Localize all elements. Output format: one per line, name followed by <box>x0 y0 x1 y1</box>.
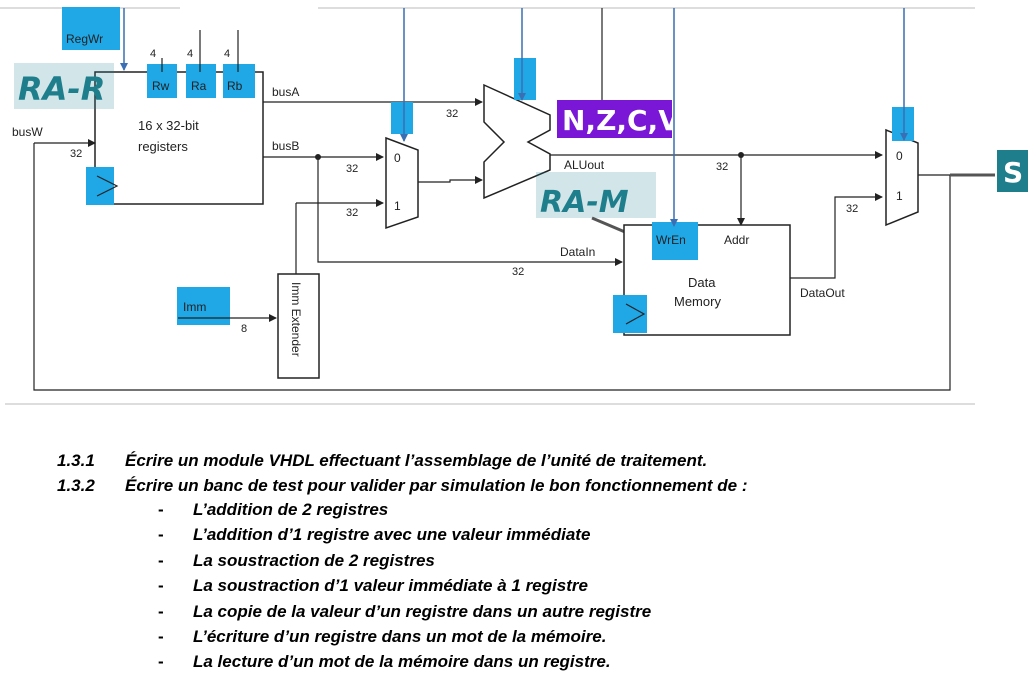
bullet-5: - <box>158 602 164 621</box>
mux-b <box>385 136 419 230</box>
port-rb: Rb <box>227 79 243 93</box>
regfile-title-line2: registers <box>138 139 188 154</box>
bullet-3: - <box>158 551 164 570</box>
alu <box>483 83 551 200</box>
flags-badge <box>557 100 672 138</box>
bullet-4: - <box>158 576 164 595</box>
handwriting-mem-bg <box>536 172 656 218</box>
bullet-7: - <box>158 652 164 671</box>
busw-label: busW <box>12 125 43 139</box>
busa-width: 32 <box>446 108 458 120</box>
flags-label: N,Z,C,V <box>562 104 680 137</box>
subitem-2: L’addition d’1 registre avec une valeur … <box>193 525 591 544</box>
highlight-clock-regfile <box>86 167 114 205</box>
subitem-3: La soustraction de 2 registres <box>193 551 435 570</box>
imm-width: 8 <box>241 323 247 335</box>
busb-mux-width: 32 <box>346 163 358 175</box>
mux-b-in1: 1 <box>394 199 401 213</box>
mux-b-in0: 0 <box>394 151 401 165</box>
imm-extender <box>277 273 320 379</box>
data-memory <box>623 224 791 336</box>
subitem-7: La lecture d’un mot de la mémoire dans u… <box>193 652 611 671</box>
datapath-diagram: 16 x 32-bit registers RegWr Rw Ra Rb 4 4… <box>0 7 1028 405</box>
busa-label: busA <box>272 85 299 99</box>
width-rb: 4 <box>224 48 230 60</box>
handwritten-annotation-regfile: RA-R <box>18 70 105 108</box>
port-ra: Ra <box>191 79 207 93</box>
datain-wire <box>317 157 623 266</box>
busw-width: 32 <box>70 148 82 160</box>
imm-label: Imm <box>183 300 206 314</box>
subitem-1: L’addition de 2 registres <box>193 500 389 519</box>
regwr-label: RegWr <box>66 32 103 46</box>
item-text-1: Écrire un module VHDL effectuant l’assem… <box>125 451 708 470</box>
item-number-2: 1.3.2 <box>57 476 95 495</box>
memory-title-line1: Data <box>688 275 716 290</box>
width-ra: 4 <box>187 48 193 60</box>
bullet-2: - <box>158 525 164 544</box>
highlight-mux-output-select <box>892 107 914 141</box>
clock-regfile-icon <box>96 175 119 197</box>
highlight-imm <box>177 287 230 325</box>
highlight-alu-op <box>514 58 536 100</box>
port-rw: Rw <box>152 79 170 93</box>
memory-title-line2: Memory <box>674 294 721 309</box>
mux-output <box>885 128 919 227</box>
datain-width: 32 <box>512 266 524 278</box>
output-s-label: S <box>1003 156 1023 189</box>
handwritten-annotation-memory: RA-M <box>540 185 629 220</box>
highlight-regwr <box>62 7 120 50</box>
datain-label: DataIn <box>560 245 595 259</box>
ext-mux-width: 32 <box>346 207 358 219</box>
item-text-2: Écrire un banc de test pour valider par … <box>125 476 748 495</box>
output-s-badge <box>997 150 1028 192</box>
muxb-to-alu-wire <box>418 176 483 184</box>
subitem-4: La soustraction d’1 valeur immédiate à 1… <box>193 576 588 595</box>
highlight-mux-b-select <box>391 102 413 134</box>
highlight-wren <box>652 222 698 260</box>
mux-output-in0: 0 <box>896 149 903 163</box>
addr-label: Addr <box>724 233 749 247</box>
bullet-1: - <box>158 500 164 519</box>
bullet-6: - <box>158 627 164 646</box>
regfile-title-line1: 16 x 32-bit <box>138 118 199 133</box>
subitem-6: L’écriture d’un registre dans un mot de … <box>193 627 607 646</box>
dataout-width: 32 <box>846 203 858 215</box>
feedback-wire <box>33 143 951 391</box>
dataout-wire <box>790 193 883 279</box>
highlight-clock-memory <box>613 295 647 333</box>
aluout-width: 32 <box>716 161 728 173</box>
width-rw: 4 <box>150 48 156 60</box>
aluout-label: ALUout <box>564 158 605 172</box>
highlight-ra <box>186 64 216 98</box>
dataout-label: DataOut <box>800 286 845 300</box>
imm-extender-label: Imm Extender <box>289 282 303 357</box>
subitem-5: La copie de la valeur d’un registre dans… <box>193 602 652 621</box>
highlight-rb <box>223 64 255 98</box>
busb-label: busB <box>272 139 299 153</box>
wren-label: WrEn <box>656 233 686 247</box>
handwriting-stroke <box>591 216 626 234</box>
handwriting-regfile-bg <box>14 63 114 109</box>
item-number-1: 1.3.1 <box>57 451 95 470</box>
clock-memory-icon <box>625 303 646 325</box>
mux-output-in1: 1 <box>896 189 903 203</box>
